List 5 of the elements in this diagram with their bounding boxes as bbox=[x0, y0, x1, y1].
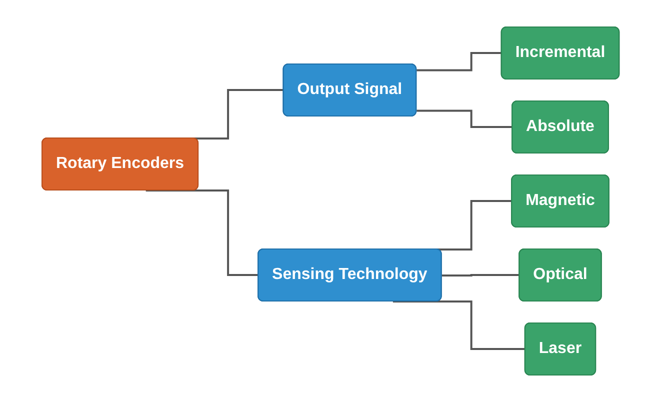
connector bbox=[442, 274, 522, 276]
connector bbox=[393, 300, 527, 350]
connector bbox=[417, 110, 514, 128]
connector bbox=[417, 52, 504, 72]
connector bbox=[146, 190, 260, 276]
